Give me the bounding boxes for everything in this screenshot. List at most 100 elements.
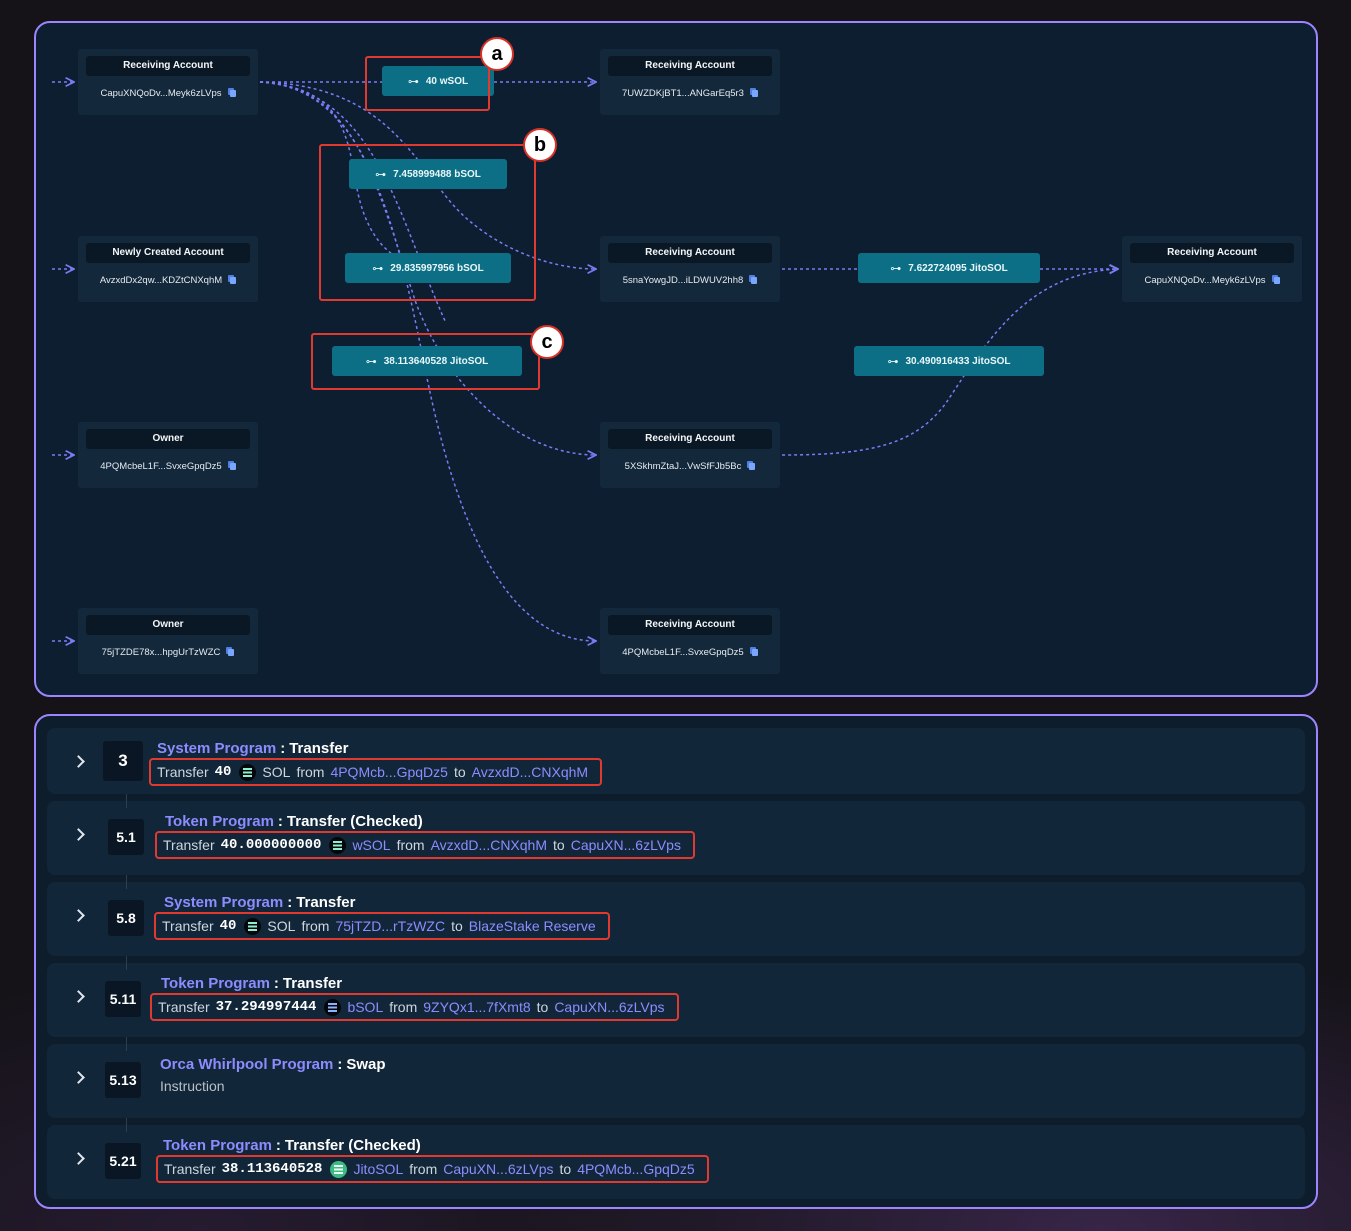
instruction-row-5-8[interactable]: 5.8 System Program:Transfer Transfer 40 …	[47, 875, 1305, 956]
program-name[interactable]: Token Program	[163, 1137, 272, 1154]
detail-to-address[interactable]: BlazeStake Reserve	[468, 918, 596, 934]
copy-icon[interactable]	[226, 647, 235, 656]
transfer-chip-jitosol-3[interactable]: ⊶30.490916433 JitoSOL	[854, 346, 1044, 376]
instruction-list: 3 System Program:Transfer Transfer 40 SO…	[34, 714, 1318, 1209]
detail-amount: 37.294997444	[215, 999, 317, 1015]
graph-edges	[52, 23, 1320, 699]
detail-from-address[interactable]: AvzxdD...CNXqhM	[430, 837, 548, 853]
transfer-chip-wsol[interactable]: ⊶40 wSOL	[382, 66, 494, 96]
node-receiving-account-jitosol[interactable]: Receiving Account 5XSkhmZtaJ...VwSfFJb5B…	[600, 422, 780, 488]
transfer-arrow-icon: ⊶	[887, 355, 899, 368]
detail-token: SOL	[262, 764, 291, 780]
transfer-chip-jitosol-2[interactable]: ⊶7.622724095 JitoSOL	[858, 253, 1040, 283]
node-address[interactable]: 4PQMcbeL1F...SvxeGpqDz5	[100, 461, 222, 472]
transfer-detail: Transfer 40 SOL from 75jTZD...rTzWZC to …	[154, 912, 610, 940]
program-separator: :	[277, 813, 283, 830]
node-owner-2[interactable]: Owner 75jTZDE78x...hpgUrTzWZC	[78, 608, 258, 674]
node-title: Receiving Account	[608, 56, 772, 76]
chevron-right-icon[interactable]	[72, 1071, 85, 1084]
detail-prefix: Transfer	[162, 918, 214, 934]
instruction-action: Swap	[346, 1056, 386, 1073]
node-address[interactable]: 5snaYowgJD...iLDWUV2hh8	[622, 275, 744, 286]
chevron-right-icon[interactable]	[72, 990, 85, 1003]
annotation-badge-b: b	[523, 128, 557, 162]
index-connector	[126, 794, 127, 808]
detail-to-address[interactable]: AvzxdD...CNXqhM	[471, 764, 589, 780]
copy-icon[interactable]	[747, 461, 756, 470]
index-connector	[126, 875, 127, 889]
transfer-arrow-icon: ⊶	[365, 355, 377, 368]
program-name[interactable]: Token Program	[161, 975, 270, 992]
instruction-row-5-21[interactable]: 5.21 Token Program:Transfer (Checked) Tr…	[47, 1118, 1305, 1199]
detail-from-word: from	[296, 764, 325, 780]
transfer-arrow-icon: ⊶	[890, 262, 902, 275]
chevron-right-icon[interactable]	[72, 828, 85, 841]
node-address[interactable]: AvzxdDx2qw...KDZtCNXqhM	[99, 275, 223, 286]
program-name[interactable]: System Program	[157, 740, 277, 757]
detail-from-address[interactable]: CapuXN...6zLVps	[443, 1161, 554, 1177]
detail-to-address[interactable]: CapuXN...6zLVps	[570, 837, 681, 853]
transfer-label: 7.458999488 bSOL	[393, 168, 481, 180]
program-name[interactable]: System Program	[164, 894, 284, 911]
instruction-row-5-11[interactable]: 5.11 Token Program:Transfer Transfer 37.…	[47, 956, 1305, 1037]
instruction-row-5-13[interactable]: 5.13 Orca Whirlpool Program:Swap Instruc…	[47, 1037, 1305, 1118]
node-address[interactable]: 5XSkhmZtaJ...VwSfFJb5Bc	[624, 461, 742, 472]
program-name[interactable]: Orca Whirlpool Program	[160, 1056, 334, 1073]
detail-token[interactable]: bSOL	[347, 999, 384, 1015]
node-receiving-account-right[interactable]: Receiving Account CapuXNQoDv...Meyk6zLVp…	[1122, 236, 1302, 302]
annotation-box-a	[365, 56, 490, 111]
copy-icon[interactable]	[749, 275, 758, 284]
node-newly-created-account[interactable]: Newly Created Account AvzxdDx2qw...KDZtC…	[78, 236, 258, 302]
copy-icon[interactable]	[227, 461, 236, 470]
instruction-action: Transfer (Checked)	[284, 1137, 421, 1154]
node-title: Receiving Account	[608, 243, 772, 263]
detail-to-address[interactable]: 4PQMcb...GpqDz5	[577, 1161, 695, 1177]
program-name[interactable]: Token Program	[165, 813, 274, 830]
detail-from-address[interactable]: 9ZYQx1...7fXmt8	[423, 999, 531, 1015]
chevron-right-icon[interactable]	[72, 755, 85, 768]
copy-icon[interactable]	[749, 647, 758, 656]
detail-from-address[interactable]: 75jTZD...rTzWZC	[335, 918, 446, 934]
instruction-index: 5.11	[105, 981, 141, 1017]
detail-token[interactable]: JitoSOL	[353, 1161, 404, 1177]
instruction-row-5-1[interactable]: 5.1 Token Program:Transfer (Checked) Tra…	[47, 794, 1305, 875]
transfer-flow-graph[interactable]: Receiving Account CapuXNQoDv...Meyk6zLVp…	[34, 21, 1318, 697]
copy-icon[interactable]	[228, 275, 237, 284]
instruction-action: Transfer (Checked)	[286, 813, 423, 830]
detail-to-word: to	[453, 764, 466, 780]
copy-icon[interactable]	[1271, 275, 1280, 284]
edge-jitosol-out	[259, 81, 596, 455]
node-receiving-account-bsol[interactable]: Receiving Account 5snaYowgJD...iLDWUV2hh…	[600, 236, 780, 302]
edge-jitosol-large	[781, 269, 1118, 456]
node-address[interactable]: 75jTZDE78x...hpgUrTzWZC	[101, 647, 221, 658]
node-address[interactable]: CapuXNQoDv...Meyk6zLVps	[1144, 275, 1266, 286]
node-receiving-account-wsol[interactable]: Receiving Account 7UWZDKjBT1...ANGarEq5r…	[600, 49, 780, 115]
instruction-row-3[interactable]: 3 System Program:Transfer Transfer 40 SO…	[47, 728, 1305, 794]
node-receiving-account-owner[interactable]: Receiving Account 4PQMcbeL1F...SvxeGpqDz…	[600, 608, 780, 674]
node-receiving-account-left[interactable]: Receiving Account CapuXNQoDv...Meyk6zLVp…	[78, 49, 258, 115]
node-title: Newly Created Account	[86, 243, 250, 263]
copy-icon[interactable]	[227, 88, 236, 97]
chevron-right-icon[interactable]	[72, 909, 85, 922]
transfer-chip-jitosol-1[interactable]: ⊶38.113640528 JitoSOL	[332, 346, 522, 376]
node-title: Receiving Account	[608, 429, 772, 449]
detail-token[interactable]: wSOL	[352, 837, 391, 853]
instruction-subtitle: Instruction	[160, 1078, 225, 1094]
transfer-chip-bsol-1[interactable]: ⊶ 7.458999488 bSOL	[349, 159, 507, 189]
detail-to-address[interactable]: CapuXN...6zLVps	[554, 999, 665, 1015]
node-address[interactable]: CapuXNQoDv...Meyk6zLVps	[100, 88, 222, 99]
detail-from-address[interactable]: 4PQMcb...GpqDz5	[330, 764, 448, 780]
transfer-chip-bsol-2[interactable]: ⊶29.835997956 bSOL	[345, 253, 511, 283]
transfer-detail: Transfer 37.294997444 bSOL from 9ZYQx1..…	[150, 993, 679, 1021]
node-address[interactable]: 4PQMcbeL1F...SvxeGpqDz5	[622, 647, 744, 658]
annotation-badge-c: c	[530, 325, 564, 359]
chevron-right-icon[interactable]	[72, 1152, 85, 1165]
edge-to-owner	[259, 81, 596, 641]
transfer-arrow-icon: ⊶	[375, 168, 387, 181]
detail-to-word: to	[559, 1161, 572, 1177]
copy-icon[interactable]	[749, 88, 758, 97]
node-owner-1[interactable]: Owner 4PQMcbeL1F...SvxeGpqDz5	[78, 422, 258, 488]
index-connector	[126, 1037, 127, 1051]
node-address[interactable]: 7UWZDKjBT1...ANGarEq5r3	[622, 88, 744, 99]
node-title: Receiving Account	[608, 615, 772, 635]
